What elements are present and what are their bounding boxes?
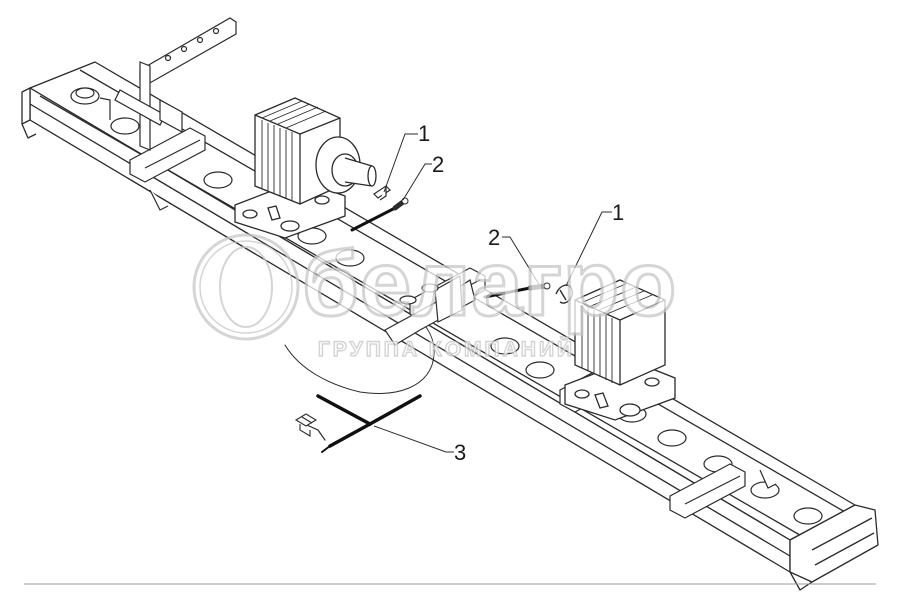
label-item-2-lower: 2 [488,225,500,250]
leader-lines [373,133,612,453]
watermark: белагро ГРУППА КОМПАНИЙ [192,232,678,362]
watermark-logo-text: белагро [302,233,677,335]
label-item-3: 3 [454,440,466,465]
cable-connector [294,413,318,437]
beam-plate [384,275,476,346]
upper-motor-housing [234,97,377,239]
label-item-1-lower: 1 [612,200,624,225]
sensor-rod-upper [350,197,409,232]
mounting-bracket-upper [373,185,391,201]
adjustment-arm [99,17,237,151]
cable-harness [284,319,435,453]
label-item-2-upper: 2 [432,152,444,177]
label-item-1-upper: 1 [418,121,430,146]
lower-motor-housing [564,279,676,421]
mounting-bracket-lower [555,284,574,304]
sensor-rod-lower [483,282,551,299]
watermark-subtitle: ГРУППА КОМПАНИЙ [318,337,575,361]
